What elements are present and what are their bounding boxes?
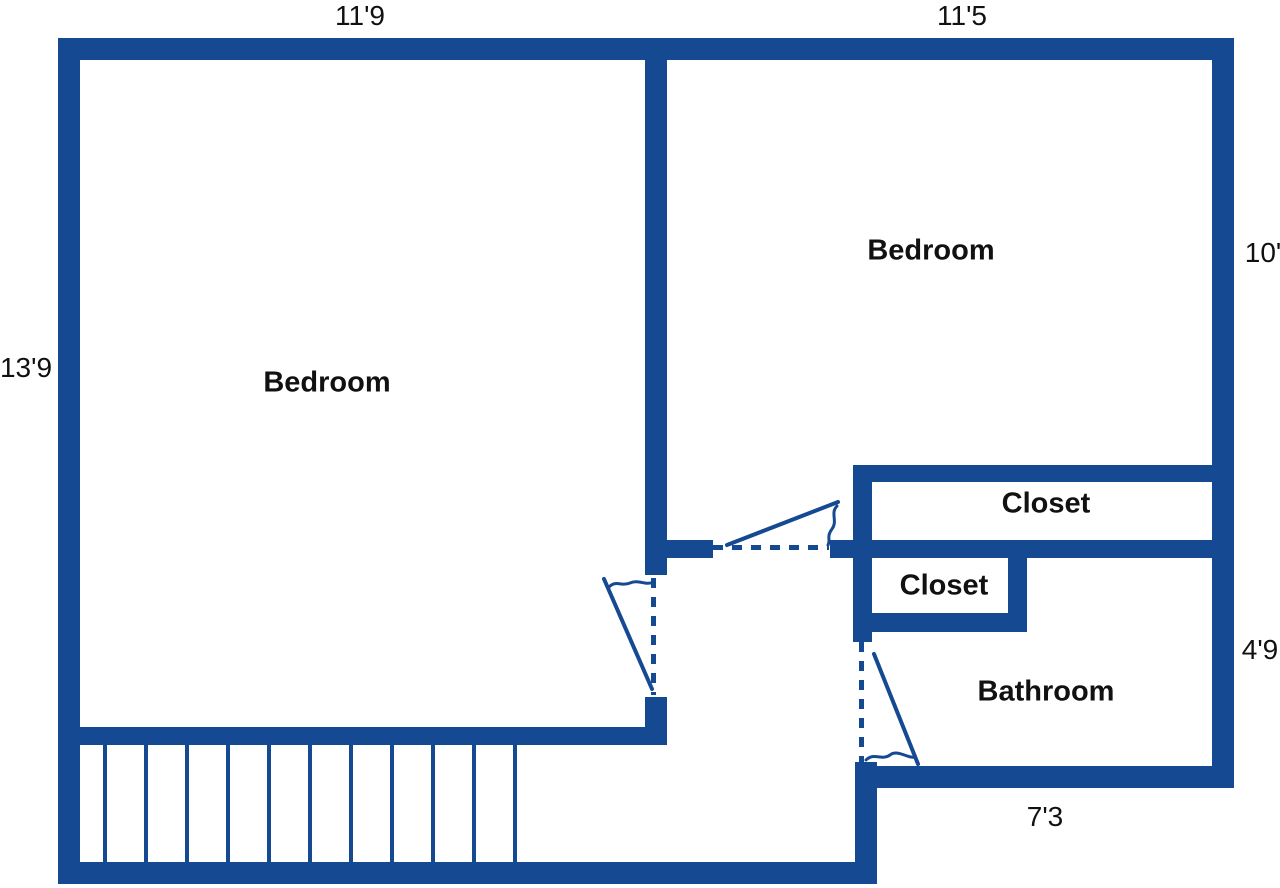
stair-tread — [431, 745, 435, 862]
door-opening-bathroom — [859, 642, 864, 762]
wall-bathroom-left-connector — [855, 762, 877, 884]
wall-door-jamb-stub — [645, 697, 667, 745]
wall-exterior-right — [1212, 38, 1234, 788]
bedroom-left-door — [602, 577, 655, 691]
room-label-closet-small: Closet — [899, 569, 989, 602]
dimension-left: 13'9 — [0, 352, 53, 383]
dimension-top-left: 11'9 — [335, 0, 385, 31]
stair-tread — [308, 745, 312, 862]
wall-exterior-top — [58, 38, 1234, 60]
dimension-top-right: 11'5 — [937, 0, 987, 31]
wall-exterior-bottom — [58, 862, 877, 884]
door-opening-bedroom-right — [713, 545, 829, 550]
dimension-right-lower: 4'9 — [1241, 634, 1279, 665]
stair-tread — [267, 745, 271, 862]
stair-tread — [103, 745, 107, 862]
wall-bedroom-left-bottom — [58, 727, 667, 745]
wall-closet-small-bottom — [853, 613, 1027, 632]
stair-tread — [144, 745, 148, 862]
room-label-bedroom-right: Bedroom — [867, 234, 995, 267]
stair-tread — [185, 745, 189, 862]
room-label-bedroom-left: Bedroom — [263, 366, 391, 399]
stair-tread — [390, 745, 394, 862]
room-label-bathroom: Bathroom — [977, 675, 1115, 708]
wall-divider-nub — [667, 540, 713, 558]
wall-bedroom-divider — [645, 60, 667, 575]
wall-hall-closet — [853, 540, 1212, 558]
dimension-bottom: 7'3 — [1026, 801, 1064, 832]
stair-tread — [513, 745, 517, 862]
wall-bathroom-bottom — [855, 766, 1234, 788]
bedroom-right-door — [725, 500, 840, 547]
dimension-right-upper: 10' — [1244, 237, 1280, 268]
door-opening-bedroom-left — [651, 578, 656, 695]
wall-exterior-left — [58, 38, 80, 884]
wall-closet-left — [853, 465, 872, 642]
stair-tread — [226, 745, 230, 862]
stair-tread — [472, 745, 476, 862]
wall-closet-top — [853, 465, 1212, 482]
wall-closet-nub-left — [830, 540, 853, 558]
stair-tread — [349, 745, 353, 862]
bathroom-door — [864, 652, 920, 766]
room-label-closet-top: Closet — [1001, 487, 1091, 520]
